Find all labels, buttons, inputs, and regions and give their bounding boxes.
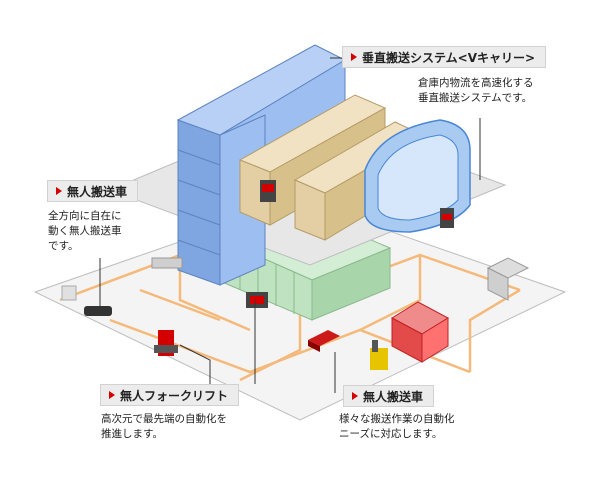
callout-marker-icon xyxy=(109,391,115,399)
red-pallet-stack xyxy=(390,301,450,363)
callout-agv-desc: 様々な搬送作業の自動化 ニーズに対応します。 xyxy=(339,412,455,442)
callout-marker-icon xyxy=(352,392,358,400)
callout-title-text: 無人フォークリフト xyxy=(120,388,229,403)
forklift-left xyxy=(154,330,178,356)
callout-title-text: 垂直搬送システム<Vキャリー> xyxy=(362,50,536,65)
desc-line: 推進します。 xyxy=(101,428,163,440)
desc-line: 垂直搬送システムです。 xyxy=(418,92,533,104)
desc-line: 倉庫内物流を高速化する xyxy=(418,77,534,89)
desc-line: 動く無人搬送車 xyxy=(48,225,122,237)
omni-agv xyxy=(84,306,112,316)
forklift-center xyxy=(246,292,268,308)
callout-forklift-title: 無人フォークリフト xyxy=(100,384,240,406)
callout-vertical-carrier-title: 垂直搬送システム<Vキャリー> xyxy=(342,46,547,68)
callout-title-text: 無人搬送車 xyxy=(363,389,424,404)
callout-vertical-carrier-desc: 倉庫内物流を高速化する 垂直搬送システムです。 xyxy=(418,76,534,106)
callout-forklift-desc: 高次元で最先端の自動化を 推進します。 xyxy=(101,412,227,442)
callout-omni-agv-desc: 全方向に自在に 動く無人搬送車 です。 xyxy=(48,209,122,254)
callout-agv-title: 無人搬送車 xyxy=(343,385,435,407)
mezzanine-forklift xyxy=(440,208,454,228)
desc-line: です。 xyxy=(48,240,79,252)
left-machines xyxy=(61,257,183,301)
callout-marker-icon xyxy=(351,53,357,61)
desc-line: 全方向に自在に xyxy=(48,210,122,222)
forklift-right xyxy=(370,340,388,370)
desc-line: ニーズに対応します。 xyxy=(339,428,443,440)
callout-marker-icon xyxy=(56,187,62,195)
callout-omni-agv-title: 無人搬送車 xyxy=(47,180,139,202)
agv-red-vehicle xyxy=(308,330,340,352)
vertical-carrier xyxy=(364,119,471,233)
forklift-mezzanine xyxy=(260,180,276,202)
right-shelf xyxy=(486,257,530,301)
desc-line: 高次元で最先端の自動化を xyxy=(101,413,227,425)
callout-title-text: 無人搬送車 xyxy=(67,184,128,199)
desc-line: 様々な搬送作業の自動化 xyxy=(339,413,455,425)
callout-lines xyxy=(99,57,481,393)
